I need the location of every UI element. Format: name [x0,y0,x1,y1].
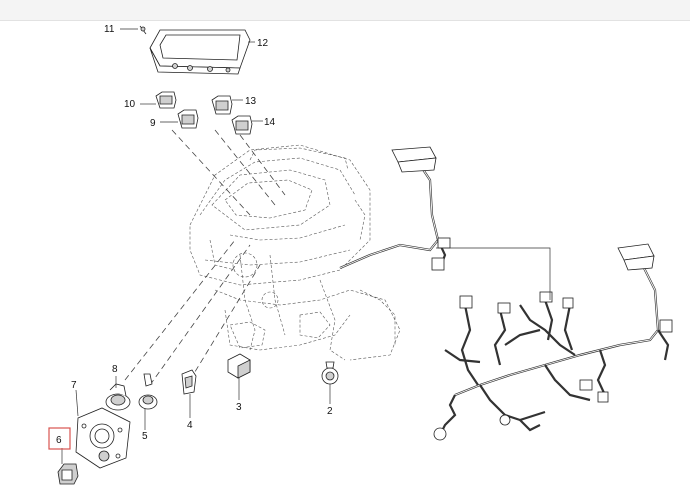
selected-callout-highlight [48,427,71,450]
part-7-bracket-plate[interactable] [75,407,131,469]
top-toolbar-strip [0,0,690,21]
callout-10[interactable]: 10 [124,99,136,110]
callout-5[interactable]: 5 [142,431,148,442]
part-4-sensor[interactable] [181,369,197,395]
callout-12[interactable]: 12 [257,38,269,49]
part-14-switch[interactable] [231,115,253,135]
callout-3[interactable]: 3 [236,402,242,413]
callout-8[interactable]: 8 [112,364,118,375]
callout-14[interactable]: 14 [264,117,276,128]
part-10-switch[interactable] [155,91,177,109]
part-5-knob[interactable] [138,373,158,410]
callout-2[interactable]: 2 [327,406,333,417]
part-8-ignition-switch[interactable] [105,383,131,411]
part-13-switch[interactable] [211,95,233,115]
callout-4[interactable]: 4 [187,420,193,431]
callout-6[interactable]: 6 [56,435,62,446]
part-2-knob[interactable] [321,361,339,385]
callout-11[interactable]: 11 [104,24,115,35]
part-9-switch[interactable] [177,109,199,129]
part-12-display-unit[interactable] [149,29,251,75]
callout-labels: 11 12 10 9 13 14 8 7 5 4 3 2 6 [48,24,333,450]
assembly-guide-lines [124,129,286,386]
callout-7[interactable]: 7 [71,380,77,391]
part-6-connector[interactable] [57,463,79,485]
callout-9[interactable]: 9 [150,118,156,129]
wiring-harness[interactable] [339,146,673,441]
part-11-screw[interactable] [139,25,147,35]
callout-13[interactable]: 13 [245,96,257,107]
leader-lines [61,28,551,464]
part-3-relay[interactable] [227,353,251,379]
